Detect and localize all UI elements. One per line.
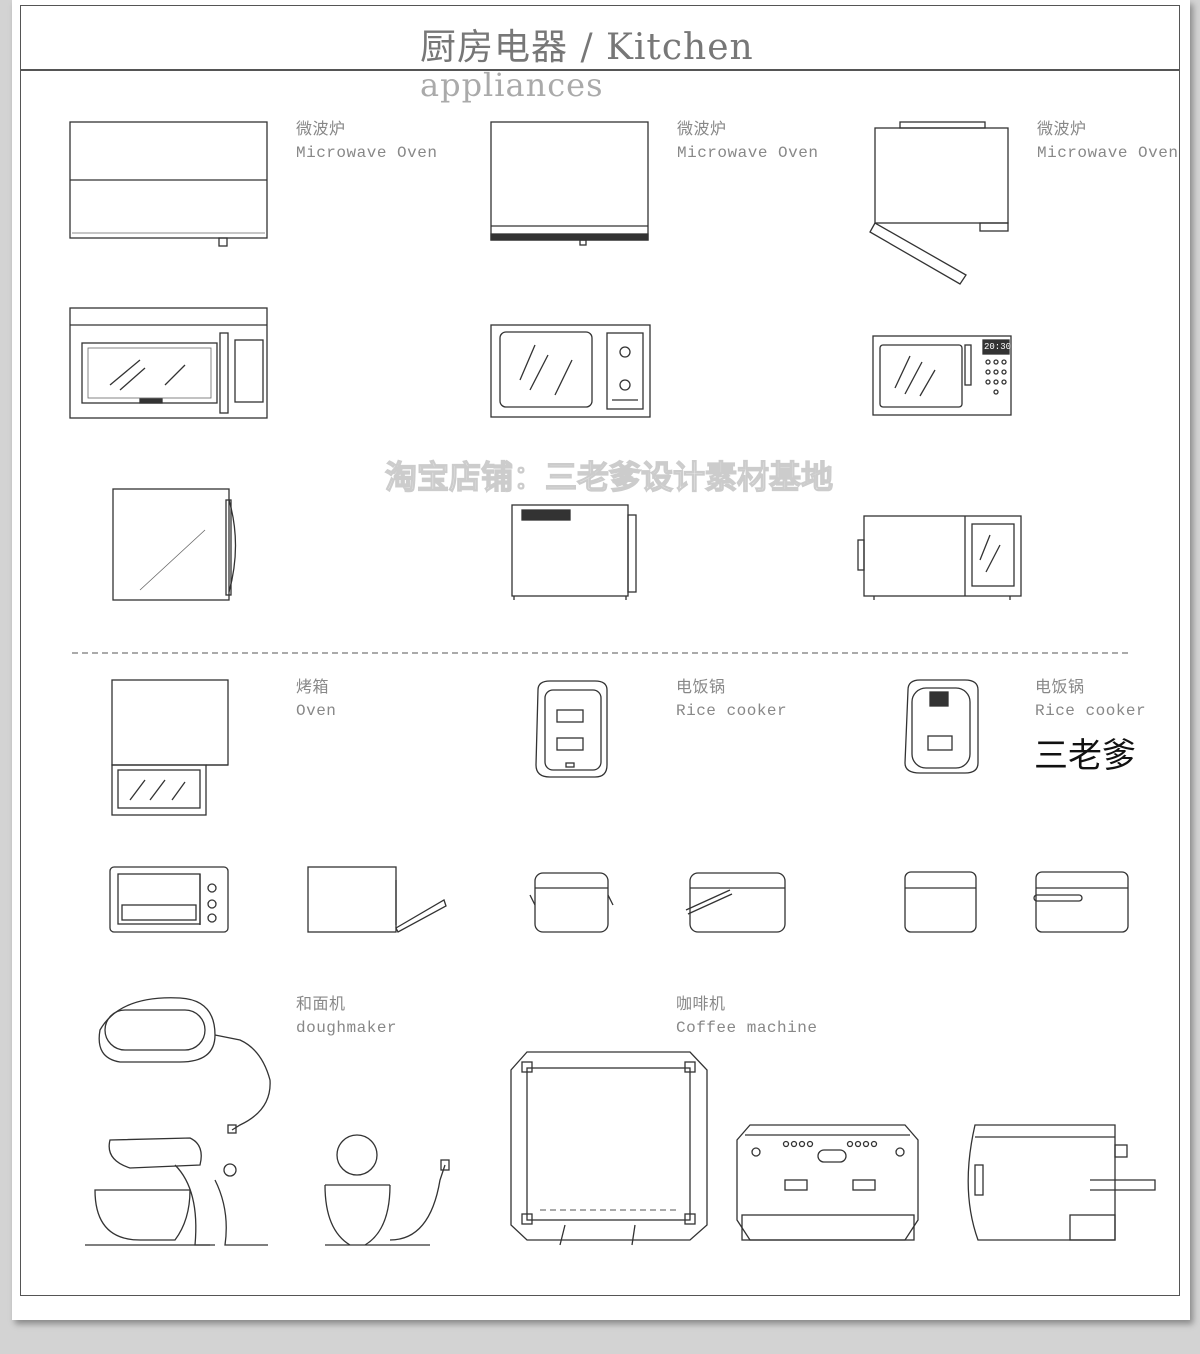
microwave-display: 20:30: [984, 342, 1012, 352]
rice-cooker-side-2: [685, 872, 786, 933]
label-oven: 烤箱 Oven: [296, 677, 336, 723]
label-cn: 微波炉: [296, 121, 346, 139]
espresso-machine-side: [967, 1124, 1156, 1241]
microwave-side-1: [112, 488, 237, 601]
stand-mixer-front: [324, 1134, 450, 1246]
label-cn: 微波炉: [1037, 121, 1087, 139]
label-en: Rice cooker: [676, 702, 788, 720]
label-cn: 咖啡机: [676, 996, 726, 1014]
label-en: Microwave Oven: [677, 144, 819, 162]
sheet-title: 厨房电器 / Kitchen: [420, 27, 754, 68]
watermark-text: 淘宝店铺：三老爹设计素材基地: [384, 457, 834, 496]
microwave-front-2: [490, 121, 649, 246]
label-en: Oven: [296, 702, 337, 720]
label-doughmaker: 和面机 doughmaker: [296, 994, 397, 1040]
stand-mixer-side: [85, 1137, 268, 1246]
label-coffee-machine: 咖啡机 Coffee machine: [676, 994, 817, 1040]
coffee-machine-top-view: [510, 1051, 708, 1246]
rice-cooker-front-1: [535, 680, 608, 778]
microwave-countertop-2: [872, 335, 1012, 416]
microwave-side-3: [857, 515, 1022, 600]
label-microwave-1: 微波炉 Microwave Oven: [296, 119, 437, 165]
rice-cooker-side-3: [904, 871, 977, 933]
label-en: doughmaker: [296, 1019, 398, 1037]
label-en: Coffee machine: [676, 1019, 818, 1037]
toaster-oven-side: [307, 866, 447, 933]
label-rice-cooker-1: 电饭锅 Rice cooker: [676, 677, 787, 723]
microwave-door-open: [869, 121, 1009, 285]
rice-cooker-side-4: [1033, 871, 1129, 933]
sheet-frame: [20, 5, 1180, 1296]
title-bar: [20, 5, 1180, 71]
label-cn: 电饭锅: [676, 679, 726, 697]
microwave-side-2: [511, 504, 637, 600]
drawing-sheet: [12, 0, 1190, 1320]
doughmaker-top-view: [98, 997, 271, 1134]
oven-door-open: [111, 679, 229, 816]
label-cn: 微波炉: [677, 121, 727, 139]
label-en: Microwave Oven: [1037, 144, 1179, 162]
rice-cooker-front-2: [904, 679, 979, 774]
rice-cooker-side-1: [529, 872, 614, 933]
label-microwave-2: 微波炉 Microwave Oven: [677, 119, 818, 165]
label-rice-cooker-2: 电饭锅 Rice cooker: [1035, 677, 1146, 723]
label-cn: 烤箱: [296, 679, 330, 697]
label-en: Rice cooker: [1035, 702, 1147, 720]
microwave-countertop-1: [490, 324, 651, 418]
toaster-oven-front: [109, 866, 229, 933]
microwave-front-1: [69, 121, 268, 247]
microwave-over-range: [69, 307, 268, 419]
sheet-title-continued: appliances: [420, 66, 604, 104]
brand-mark: 三老爹: [1034, 736, 1136, 776]
label-cn: 电饭锅: [1035, 679, 1085, 697]
label-microwave-3: 微波炉 Microwave Oven: [1037, 119, 1178, 165]
label-cn: 和面机: [296, 996, 346, 1014]
label-en: Microwave Oven: [296, 144, 438, 162]
espresso-machine-front: [736, 1124, 919, 1241]
